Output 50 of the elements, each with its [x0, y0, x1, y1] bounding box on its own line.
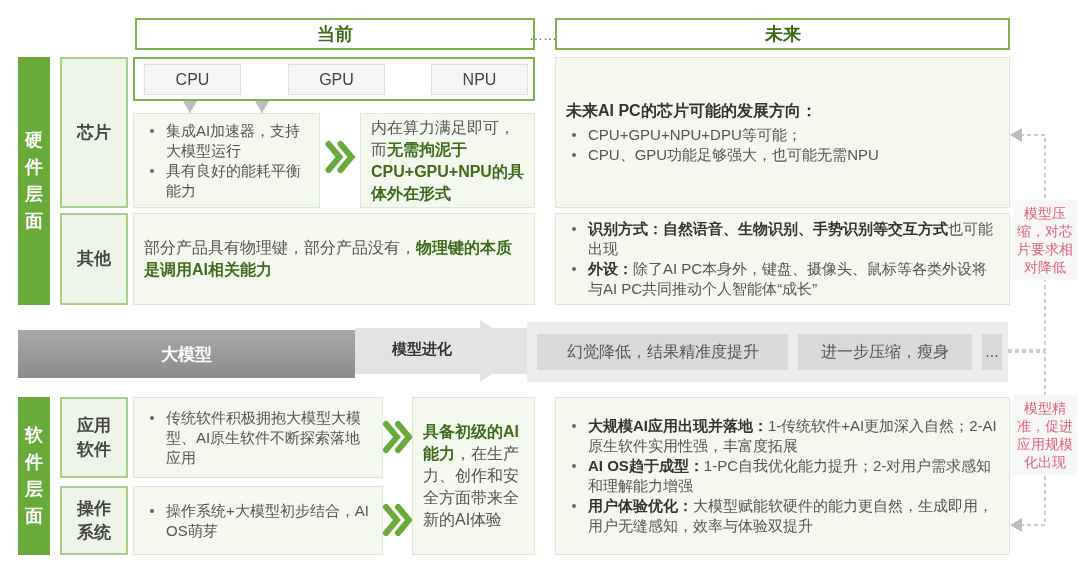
row-header: 操作系统 [60, 486, 128, 555]
model-item: ... [982, 334, 1002, 370]
bullet-text: 用户体验优化：大模型赋能软硬件的能力更自然，生成即用，用户无缝感知，效率与体验双提升 [588, 497, 993, 534]
row-header: 芯片 [60, 57, 128, 208]
category-band: 软件层面 [18, 397, 50, 555]
text-box [555, 57, 1010, 208]
chip-box: GPU [288, 64, 385, 95]
text-box [555, 213, 1010, 305]
pointer-arrow [183, 100, 197, 114]
body-text: 具备初级的AI能力，在生产力、创作和安全方面带来全新的AI体验 [423, 422, 520, 530]
bullet-text: 集成AI加速器，支持大模型运行 [166, 121, 301, 159]
chevron-arrow [383, 504, 413, 536]
header-box: 未来 [555, 18, 1010, 50]
bullet-text: CPU、GPU功能足够强大，也可能无需NPU [588, 145, 879, 163]
chevron-arrow [325, 141, 356, 173]
body-text: 内在算力满足即可，而无需拘泥于CPU+GPU+NPU的具体外在形式 [371, 117, 524, 204]
edge-label: 模型进化 [392, 340, 452, 359]
chip-box: CPU [144, 64, 241, 95]
edge-label: 模型精准，促进应用规模化出现 [1013, 395, 1077, 475]
chip-box: NPU [431, 64, 528, 95]
header-box: 当前 [135, 18, 535, 50]
bullet-text: 传统软件积极拥抱大模型大模型、AI原生软件不断探索落地应用 [166, 408, 361, 466]
bullet-text: AI OS趋于成型：1-PC自我优化能力提升；2-对用户需求感知和理解能力增强 [588, 457, 992, 494]
text-box [412, 397, 535, 555]
row-header: 应用软件 [60, 397, 128, 478]
chevron-arrow [383, 421, 413, 453]
pointer-arrow [255, 100, 269, 114]
text-box [360, 113, 535, 208]
bullet-text: 具有良好的能耗平衡能力 [166, 161, 301, 199]
chip-group-box [133, 57, 535, 101]
evolution-arrow [355, 320, 527, 382]
text-box [555, 397, 1010, 555]
text-box [133, 397, 383, 478]
model-bar: 大模型 [18, 330, 355, 378]
bullet-text: 操作系统+大模型初步结合，AI OS萌芽 [166, 501, 369, 539]
text-box [133, 213, 535, 305]
model-band [527, 322, 1008, 382]
bullet-text: 外设：除了AI PC本身外，键盘、摄像头、鼠标等各类外设将与AI PC共同推动个人智能体“成长” [588, 260, 988, 297]
model-item: 进一步压缩，瘦身 [798, 334, 972, 370]
bullet-text: 大规模AI应用出现并落地：1-传统软件+AI更加深入自然；2-AI原生软件实用性强，丰富度拓展 [588, 417, 997, 454]
bullet-text: 识别方式：自然语音、生物识别、手势识别等交互方式也可能出现 [588, 220, 993, 257]
bullet-text: CPU+GPU+NPU+DPU等可能； [588, 125, 802, 143]
row-header: 其他 [60, 213, 128, 305]
edge-label: 模型压缩，对芯片要求相对降低 [1013, 200, 1077, 280]
model-item: 幻觉降低，结果精准度提升 [537, 334, 788, 370]
text-box [133, 486, 383, 555]
text-box [133, 113, 320, 208]
body-text: 部分产品具有物理键，部分产品没有，物理键的本质是调用AI相关能力 [144, 238, 513, 280]
heading-text: 未来AI PC的芯片可能的发展方向： [566, 100, 818, 121]
category-band: 硬件层面 [18, 57, 50, 305]
